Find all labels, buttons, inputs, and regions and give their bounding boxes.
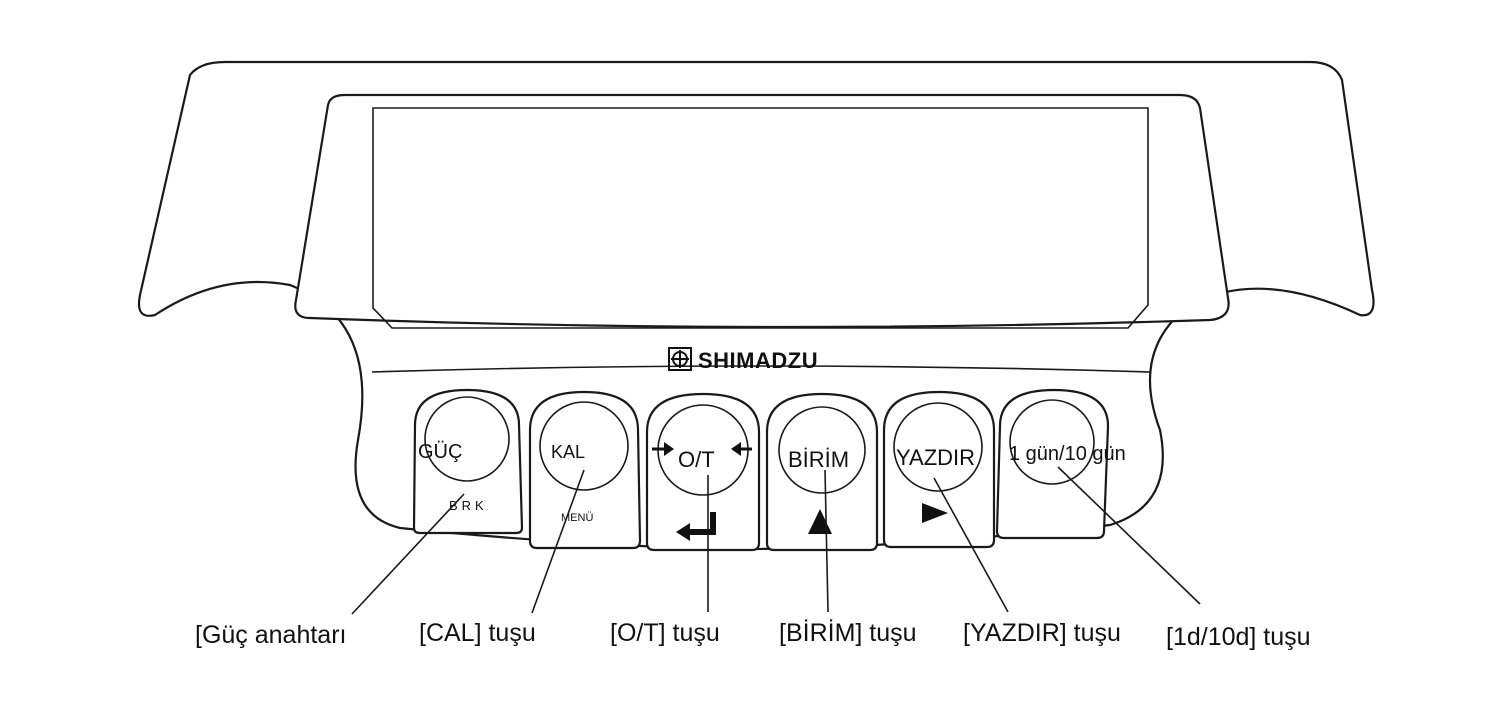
d1d10-key[interactable]: 1 gün/10 gün	[995, 388, 1126, 540]
callout-ot: [O/T] tuşu	[610, 619, 720, 647]
print-key-label: YAZDIR	[896, 445, 975, 470]
print-key-button[interactable]	[893, 402, 983, 492]
cal-key-label: KAL	[551, 442, 585, 462]
brand-name: SHIMADZU	[698, 348, 818, 373]
d1d10-key-button[interactable]	[1009, 399, 1095, 485]
leader-d1d10	[1057, 466, 1201, 605]
shimadzu-logo: SHIMADZU	[668, 347, 818, 373]
unit-key-label: BİRİM	[788, 447, 849, 472]
cal-key-button[interactable]	[539, 401, 629, 491]
power-key[interactable]: GÜÇ BRK	[412, 388, 524, 535]
power-key-button[interactable]	[424, 396, 510, 482]
callout-print: [YAZDIR] tuşu	[963, 619, 1121, 647]
d1d10-key-label: 1 gün/10 gün	[1009, 443, 1126, 465]
callout-cal: [CAL] tuşu	[419, 619, 536, 647]
unit-key-button[interactable]	[778, 406, 866, 494]
leader-cal	[531, 469, 585, 614]
print-key[interactable]: YAZDIR	[882, 390, 996, 549]
keypad-band	[371, 365, 1151, 373]
callout-power: [Güç anahtarı	[195, 621, 347, 649]
lcd-display-window	[372, 107, 1149, 329]
right-triangle-icon	[922, 503, 948, 523]
cal-key-sub-label: MENÜ	[561, 512, 593, 524]
power-key-sub-label: BRK	[449, 498, 488, 513]
zero-arrows-icon	[652, 442, 752, 456]
leader-print	[933, 477, 1009, 613]
unit-key[interactable]: BİRİM	[765, 392, 879, 552]
callout-unit: [BİRİM] tuşu	[779, 619, 917, 647]
callout-d1d10: [1d/10d] tuşu	[1166, 623, 1311, 651]
leader-power	[351, 493, 465, 615]
ot-key-label: O/T	[678, 447, 715, 472]
ot-key[interactable]: O/T	[645, 392, 761, 552]
leader-unit	[824, 469, 829, 613]
power-key-label: GÜÇ	[418, 441, 462, 463]
display-bezel	[294, 93, 1230, 329]
cal-key[interactable]: KAL MENÜ	[528, 390, 642, 550]
enter-arrow-icon	[676, 512, 716, 541]
shimadzu-logo-icon	[668, 347, 692, 371]
